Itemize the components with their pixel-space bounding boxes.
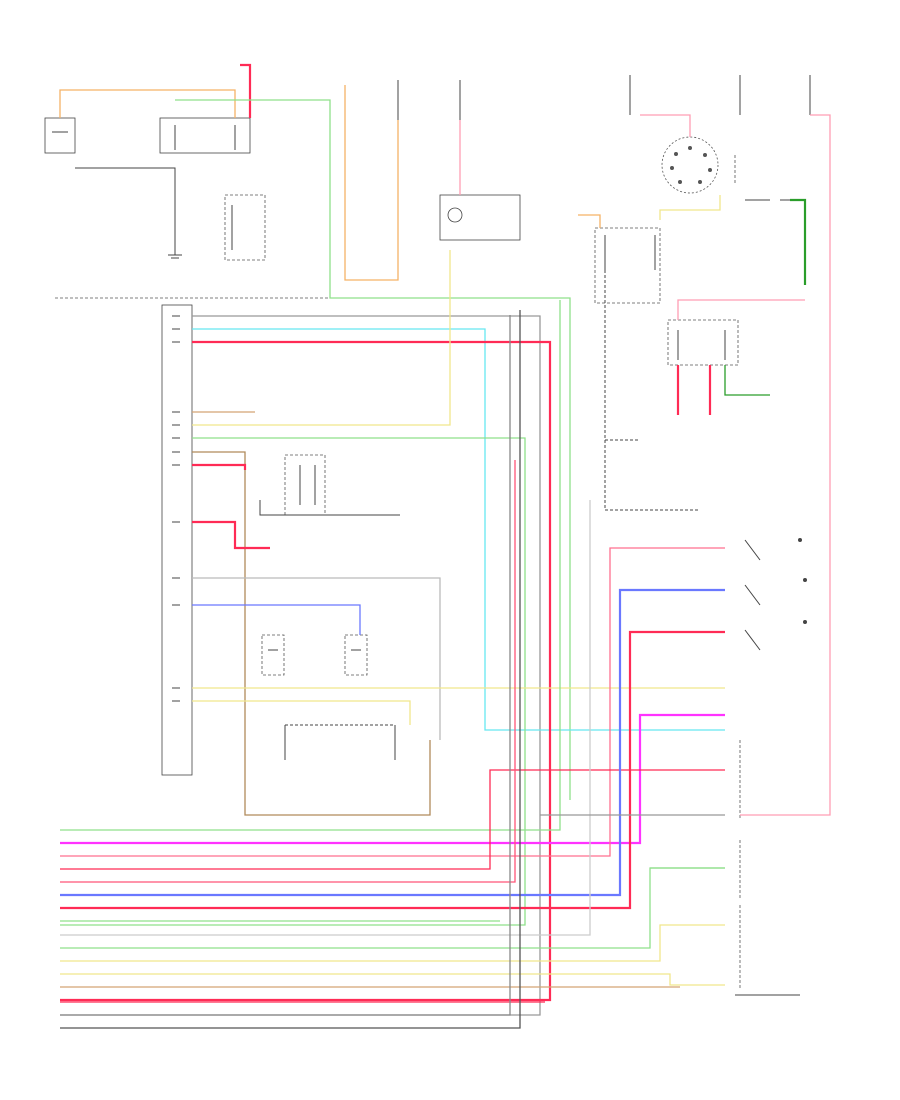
wire-green-b1 [60,300,561,831]
wire-gray-2 [192,577,441,740]
wire-yellow-3 [192,700,411,725]
wire-black-b16 [60,310,521,1029]
wires-right [578,114,831,816]
wire-green-1 [60,437,526,926]
wire-pink-right-vertical [740,114,831,816]
wire-red-b4 [60,769,725,870]
wire-blue-1 [192,604,361,635]
wire-green-top [175,99,571,800]
wire-green-relay [724,365,770,396]
wires-top [59,63,571,800]
wire-red-2 [192,463,247,470]
switch-component-box [224,194,266,261]
connector-box-left [44,117,76,154]
wire-red-top [240,63,252,118]
wire-gray-b15 [60,315,511,1016]
pcm-connector-block [55,297,560,776]
wire-black-tps [259,500,400,516]
wires-bottom-bundle [60,300,725,1029]
wire-red-b5 [60,460,516,883]
wire-red-b7 [60,630,725,910]
throttle-sensor-box [284,454,326,516]
wire-blue-b6 [60,588,725,897]
wire-black-ign [604,270,640,441]
wire-gray-1 [60,315,541,1016]
wires-pcm-horizontal [60,250,725,1016]
wire-black-top [75,167,176,240]
wire-magenta-b2 [60,713,725,845]
wire-yellow-b12 [60,973,725,986]
wire-red-1 [60,340,552,1002]
vss-connector [284,724,396,760]
wire-pink-relay [677,299,805,320]
right-terminations [540,814,725,869]
coolant-sensor-pair [261,634,368,676]
ground-symbol-top [168,240,182,259]
wire-pink-dist [640,114,691,137]
wire-black-ign2 [604,440,700,511]
wire-white-b9 [60,500,591,936]
pcm-pin-ticks [172,315,180,702]
distributor-connector [629,75,811,194]
fuel-pump-relay-box [159,117,251,154]
wire-cyan-1 [192,328,725,731]
wire-orange-long [344,85,399,281]
wire-pink-b3 [60,547,725,857]
ignition-module-box [594,227,661,304]
fuse-block-top-center [397,80,521,241]
wire-yellow-dist [659,195,721,220]
wire-dark-green [790,198,807,285]
wire-orange-top [59,89,236,118]
right-switch-stack [735,538,807,996]
wire-orange-ign [578,214,601,228]
wire-yellow-b11 [60,924,725,962]
wire-red-3 [192,520,270,550]
relay-box-right [667,319,739,366]
wire-tan-long [192,451,431,816]
wire-yellow-1 [192,250,451,426]
